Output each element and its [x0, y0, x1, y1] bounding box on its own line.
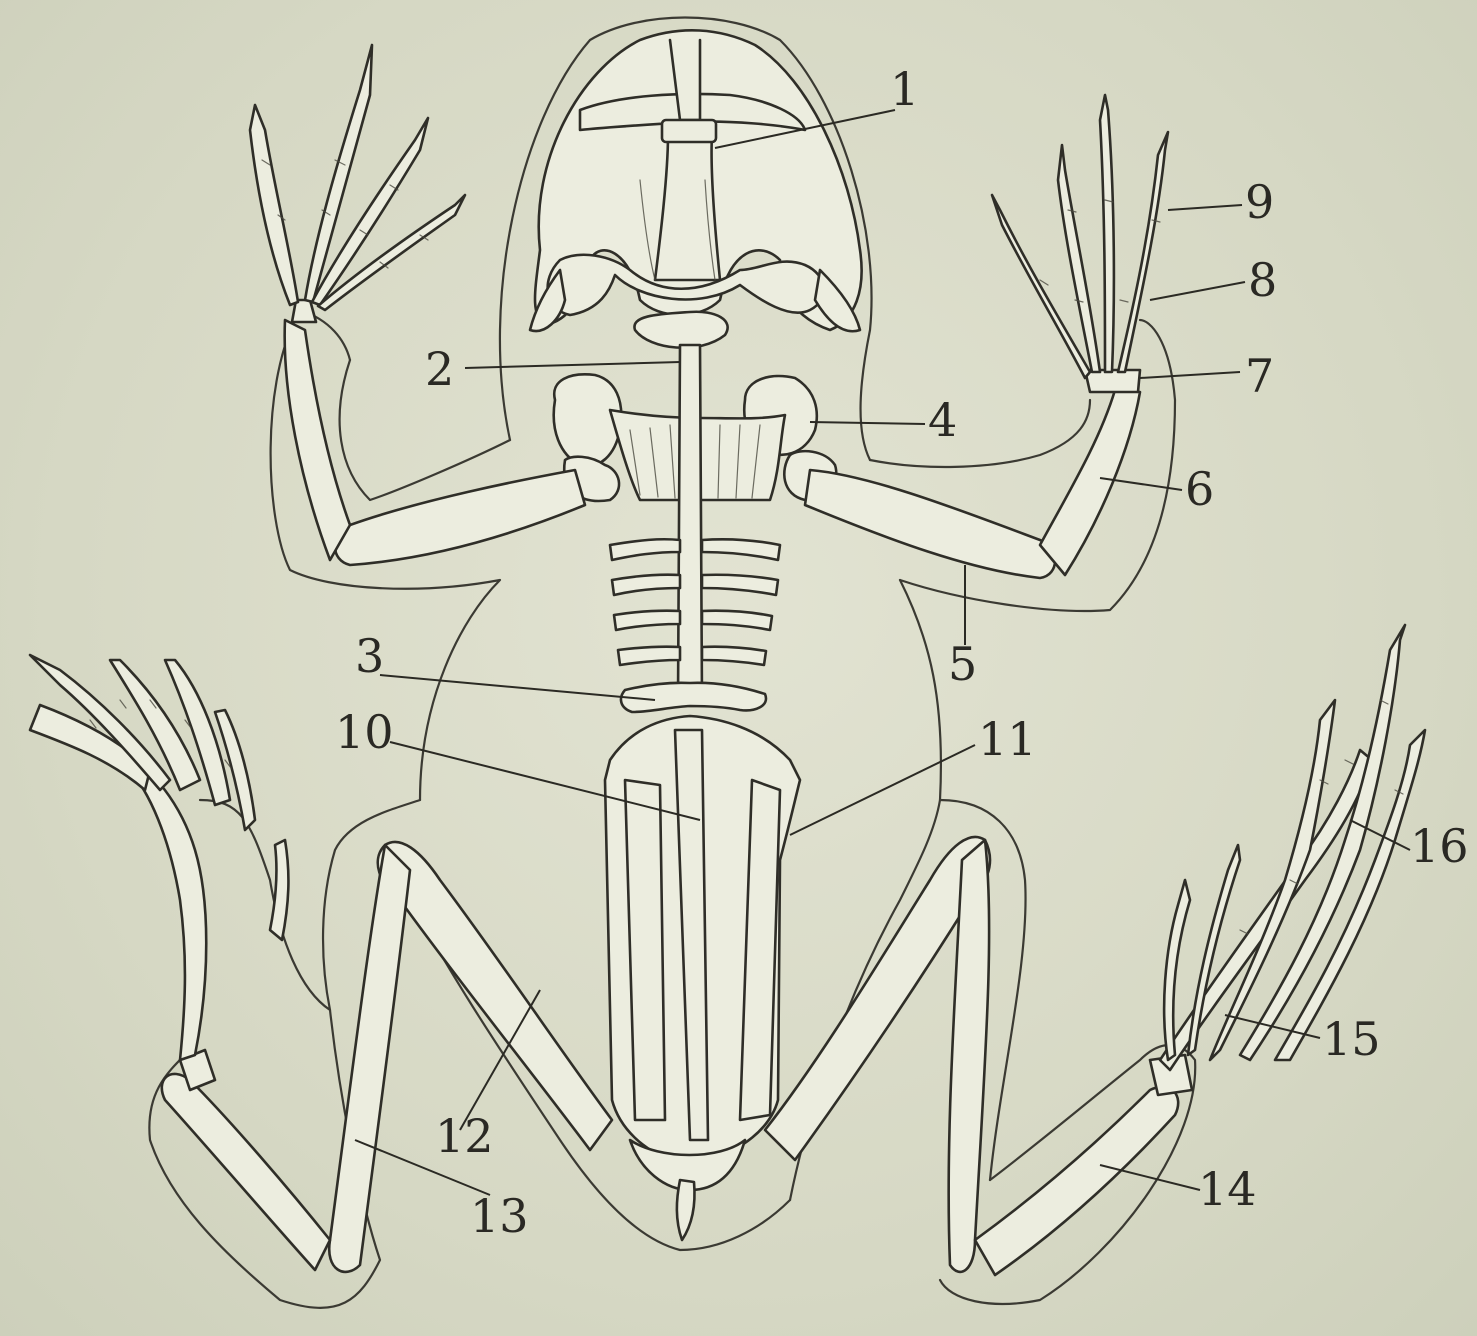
- label-4: 4: [928, 393, 957, 447]
- label-15: 15: [1322, 1012, 1381, 1066]
- right-forelimb: [805, 95, 1168, 578]
- left-hindlimb: [30, 655, 612, 1272]
- label-13: 13: [470, 1189, 529, 1243]
- label-11: 11: [978, 712, 1037, 766]
- label-1: 1: [890, 62, 919, 116]
- label-2: 2: [425, 342, 454, 396]
- right-hindlimb: [765, 625, 1425, 1275]
- skull: [530, 30, 862, 347]
- label-5: 5: [948, 637, 977, 691]
- label-6: 6: [1185, 462, 1214, 516]
- label-7: 7: [1245, 349, 1274, 403]
- label-10: 10: [335, 705, 394, 759]
- pelvic-girdle: [605, 716, 800, 1240]
- part-labels: 1 2 3 4 5 6 7 8 9 10 11 12 13 14 15 16: [335, 62, 1469, 1243]
- label-14: 14: [1198, 1162, 1257, 1216]
- label-12: 12: [435, 1109, 494, 1163]
- label-9: 9: [1245, 175, 1274, 229]
- label-8: 8: [1248, 253, 1277, 307]
- label-16: 16: [1410, 819, 1469, 873]
- label-3: 3: [355, 629, 384, 683]
